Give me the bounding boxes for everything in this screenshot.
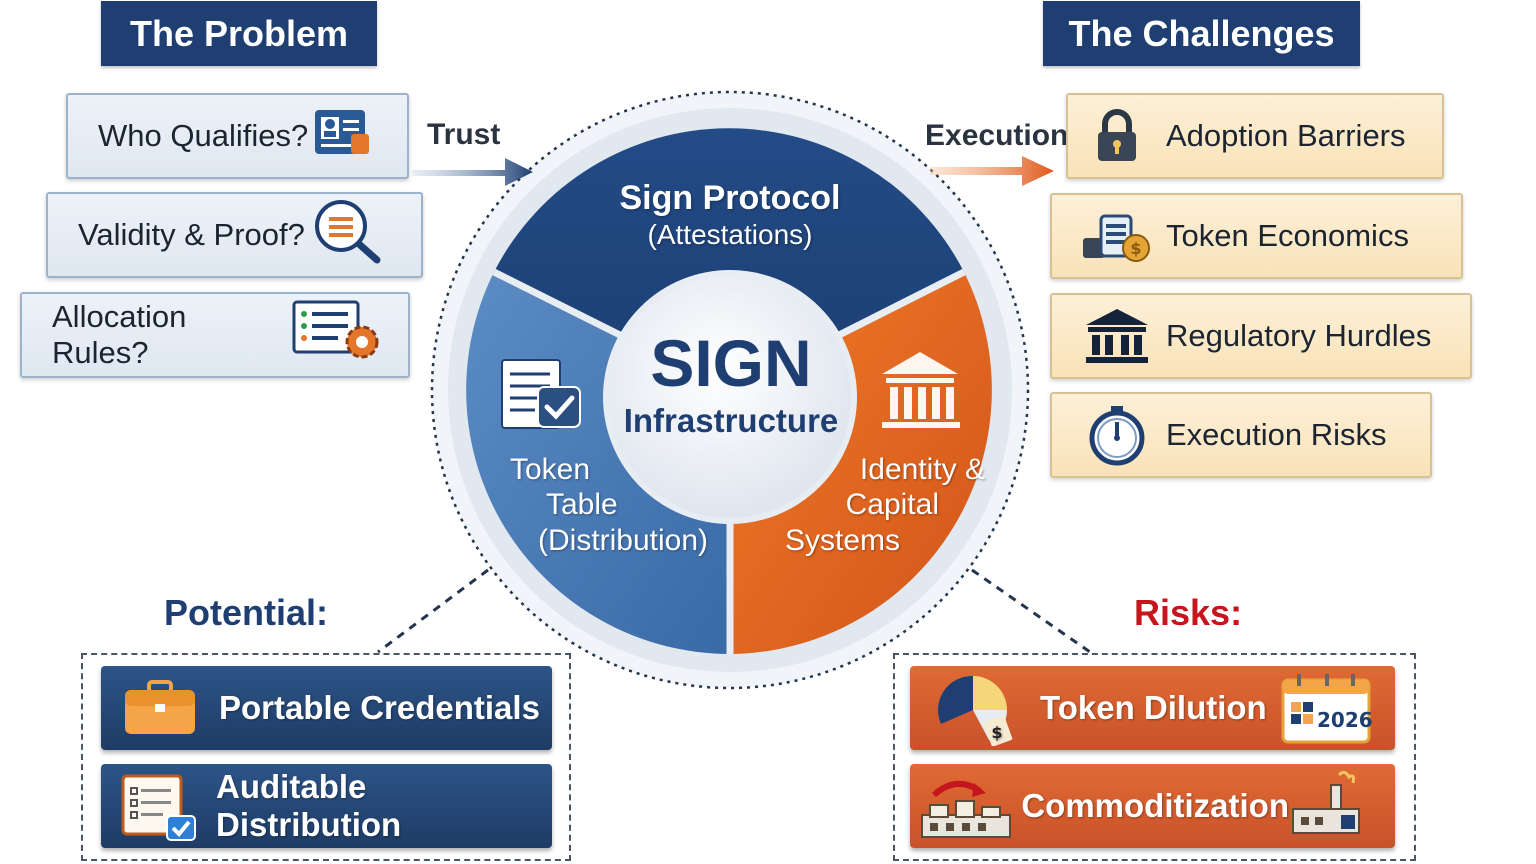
factory-icon (910, 771, 1021, 841)
briefcase-icon (101, 678, 219, 738)
challenges-header: The Challenges (1043, 1, 1360, 66)
potential-item-label: Auditable Distribution (216, 768, 402, 843)
risk-item-commoditization: Commoditization (910, 764, 1395, 848)
potential-box (81, 653, 571, 861)
trust-arrow (412, 158, 533, 186)
challenge-item-regulatory: Regulatory Hurdles (1050, 293, 1472, 379)
problem-header: The Problem (101, 1, 377, 66)
problem-item-label: Validity & Proof? (78, 217, 305, 252)
trust-label: Trust (427, 118, 501, 151)
center-hub (603, 270, 857, 524)
segment-sign-protocol (494, 128, 964, 390)
risk-item-label: Commoditization (1021, 787, 1289, 824)
potential-item-auditable-distribution: Auditable Distribution (101, 764, 552, 848)
segment-top-label: Sign Protocol (Attestations) (560, 178, 900, 251)
problem-item-label: Allocation Rules? (52, 299, 187, 370)
svg-text:$: $ (991, 723, 1002, 742)
connector-potential (377, 568, 489, 654)
segment-right-line3: Systems (784, 523, 900, 557)
problem-item-allocation: Allocation Rules? (20, 292, 410, 378)
challenge-item-label: Regulatory Hurdles (1166, 318, 1432, 353)
problem-item-label: Who Qualifies? (98, 118, 309, 153)
segment-right-label: Identity & Capital Systems (770, 452, 985, 558)
challenge-item-adoption: Adoption Barriers (1066, 93, 1444, 179)
segment-left-line2: Table (546, 488, 618, 522)
potential-item-label: Portable Credentials (219, 689, 540, 726)
checklist-gear-icon (290, 298, 386, 372)
segment-left-line1: Token (510, 453, 591, 486)
execution-label: Execution (925, 119, 1069, 152)
potential-item-portable-credentials: Portable Credentials (101, 666, 552, 750)
segment-top-line1: Sign Protocol (619, 179, 841, 217)
checklist-icon (101, 770, 216, 842)
stopwatch-icon (1068, 404, 1166, 466)
risk-item-label: Token Dilution (1040, 689, 1267, 726)
risks-title: Risks: (1134, 592, 1243, 633)
problem-item-validity: Validity & Proof? (46, 192, 423, 278)
challenge-item-label: Adoption Barriers (1166, 118, 1406, 153)
connector-risks (971, 568, 1091, 654)
center-subtitle: Infrastructure (623, 402, 839, 439)
segment-right-line2: Capital (845, 488, 939, 522)
id-card-icon (313, 106, 373, 166)
calendar-year-badge: 2026 (1317, 708, 1373, 732)
calendar-icon: 2026 (1279, 672, 1373, 744)
challenge-item-execution-risks: Execution Risks (1050, 392, 1432, 478)
coins-icon: $ (1068, 208, 1166, 264)
center-title: SIGN (650, 326, 812, 400)
challenge-item-token-economics: $ Token Economics (1050, 193, 1463, 279)
problem-item-who-qualifies: Who Qualifies? (66, 93, 409, 179)
segment-left-label: Token Table (Distribution) (500, 452, 720, 558)
risk-item-token-dilution: $ Token Dilution 2026 (910, 666, 1395, 750)
lock-icon (1068, 109, 1166, 163)
document-check-icon (501, 359, 581, 429)
challenge-item-label: Execution Risks (1166, 417, 1387, 452)
magnifier-icon (313, 198, 383, 272)
segment-top-line2: (Attestations) (647, 219, 813, 251)
segment-left-line3: (Distribution) (538, 523, 709, 557)
risks-box (893, 653, 1416, 861)
bank-icon (1068, 307, 1166, 365)
industrial-plant-icon (1289, 769, 1365, 843)
execution-arrow (930, 156, 1054, 186)
bank-building-icon (882, 352, 960, 428)
center-label: SIGN Infrastructure (606, 330, 856, 440)
segment-right-line1: Identity & (859, 453, 985, 486)
pie-chart-icon: $ (910, 670, 1040, 746)
potential-title: Potential: (164, 592, 329, 633)
svg-text:$: $ (1130, 239, 1141, 258)
challenge-item-label: Token Economics (1166, 218, 1409, 253)
